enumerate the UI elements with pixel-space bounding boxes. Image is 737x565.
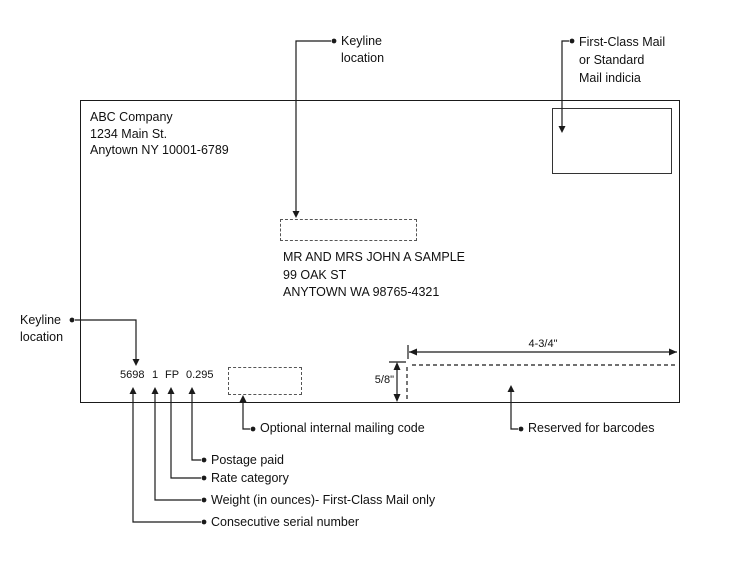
- optional-mailing-code-label: Optional internal mailing code: [260, 421, 425, 435]
- bullet-icon: [569, 38, 575, 44]
- label-line: First-Class Mail: [579, 35, 666, 49]
- label-line: or Standard: [579, 53, 645, 67]
- recipient-address-line: MR AND MRS JOHN A SAMPLE: [283, 250, 465, 264]
- width-measurement-label: 4-3/4": [520, 338, 566, 351]
- bullet-icon: [69, 317, 75, 323]
- bullet-icon: [331, 38, 337, 44]
- return-address-line: Anytown NY 10001-6789: [90, 143, 229, 157]
- keyline-weight: 1: [152, 369, 159, 381]
- keyline-postage: 0.295: [186, 369, 214, 381]
- reserved-for-barcodes-label: Reserved for barcodes: [528, 421, 655, 435]
- indicia-box: [552, 108, 672, 174]
- weight-label: Weight (in ounces)- First-Class Mail onl…: [211, 493, 436, 507]
- keyline-location-top-label: Keyline location: [341, 33, 384, 67]
- serial-number-label: Consecutive serial number: [211, 515, 359, 529]
- keyline-rate: FP: [165, 369, 180, 381]
- bullet-icon: [250, 426, 256, 432]
- return-address-line: ABC Company: [90, 110, 173, 124]
- postage-paid-label: Postage paid: [211, 453, 284, 467]
- keyline-location-left-label: Keyline location: [20, 312, 63, 346]
- recipient-address-line: 99 OAK ST: [283, 267, 347, 282]
- keyline-placement-box: [280, 219, 417, 241]
- rate-connector: [170, 392, 201, 479]
- label-line: Keyline: [20, 313, 61, 327]
- bullet-icon: [518, 426, 524, 432]
- optional-code-connector: [242, 400, 250, 430]
- bullet-icon: [201, 457, 207, 463]
- keyline-serial: 5698: [120, 369, 145, 381]
- bullet-icon: [201, 475, 207, 481]
- recipient-address-line: ANYTOWN WA 98765-4321: [283, 285, 440, 299]
- bullet-icon: [201, 497, 207, 503]
- return-address-line: 1234 Main St.: [90, 126, 168, 141]
- recipient-address: MR AND MRS JOHN A SAMPLE 99 OAK ST ANYTO…: [283, 249, 465, 302]
- rate-category-label: Rate category: [211, 471, 289, 485]
- return-address: ABC Company 1234 Main St. Anytown NY 100…: [90, 109, 229, 159]
- label-line: location: [20, 330, 64, 344]
- label-line: Keyline: [341, 34, 382, 48]
- serial-connector: [132, 392, 201, 523]
- weight-connector: [154, 392, 201, 501]
- bullet-icon: [201, 519, 207, 525]
- indicia-label: First-Class Mail or Standard Mail indici…: [579, 33, 665, 87]
- label-line: location: [341, 51, 385, 65]
- height-measurement-label: 5/8": [360, 374, 394, 387]
- optional-mailing-code-box: [228, 367, 302, 395]
- label-line: Mail indicia: [579, 71, 641, 85]
